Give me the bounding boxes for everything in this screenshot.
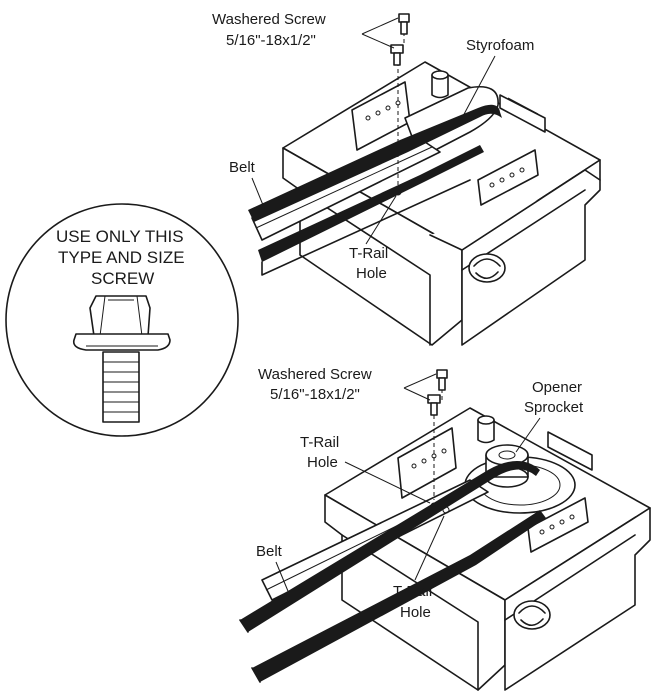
- bottom-screw-label-line2: 5/16"-18x1/2": [270, 386, 360, 403]
- sprocket-label-line2: Sprocket: [524, 399, 584, 416]
- screw-callout: [5, 203, 239, 437]
- top-opener: [248, 13, 601, 346]
- bottom-screw-lower: [427, 394, 441, 416]
- styrofoam-leader: [461, 55, 496, 119]
- top-trail-hole-line1: T-Rail: [349, 245, 388, 262]
- bottom-lower-trail-line2: Hole: [400, 604, 431, 621]
- styrofoam-label: Styrofoam: [466, 37, 534, 54]
- bottom-screw-upper: [436, 369, 448, 391]
- bottom-belt-leader: [275, 561, 291, 597]
- bottom-lower-trail-leader: [414, 515, 445, 581]
- top-trail-hole-leader: [365, 195, 397, 245]
- callout-line2: TYPE AND SIZE: [58, 248, 185, 267]
- callout-line1: USE ONLY THIS: [56, 227, 184, 246]
- bottom-screw-label-line1: Washered Screw: [258, 366, 372, 383]
- top-screw-label-line1: Washered Screw: [212, 11, 326, 28]
- top-screw-lower: [390, 44, 404, 66]
- bottom-upper-trail-line2: Hole: [307, 454, 338, 471]
- top-screw-upper: [398, 13, 410, 35]
- top-belt-leader: [251, 177, 266, 211]
- callout-line3: SCREW: [91, 269, 154, 288]
- sprocket-leader: [515, 417, 541, 453]
- top-belt-label: Belt: [229, 159, 256, 176]
- top-trail-hole-line2: Hole: [356, 265, 387, 282]
- bottom-upper-trail-line1: T-Rail: [300, 434, 339, 451]
- bottom-belt-label: Belt: [256, 543, 283, 560]
- sprocket-label-line1: Opener: [532, 379, 582, 396]
- top-screw-label-line2: 5/16"-18x1/2": [226, 32, 316, 49]
- top-screw-leader: [361, 17, 399, 49]
- bottom-lower-trail-line1: T-Rail: [393, 583, 432, 600]
- bottom-upper-trail-leader: [344, 461, 431, 504]
- bottom-screw-leader: [403, 373, 437, 401]
- bottom-opener: [239, 369, 651, 691]
